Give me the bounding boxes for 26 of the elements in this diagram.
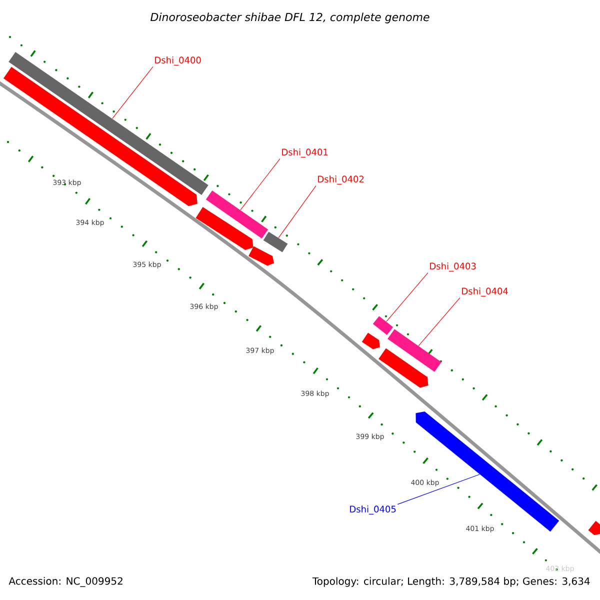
title: Dinoroseobacter shibae DFL 12, complete genome <box>150 12 430 24</box>
leader-line <box>240 158 280 210</box>
gene-feature <box>362 332 380 350</box>
gene-label: Dshi_0400 <box>155 56 201 66</box>
gene-label: Dshi_0401 <box>282 148 328 158</box>
gene-label: Dshi_0403 <box>430 262 476 272</box>
gene-label: Dshi_0402 <box>318 176 364 184</box>
gene-bar <box>372 316 394 335</box>
gene-feature <box>3 66 198 206</box>
leader-line <box>386 272 428 322</box>
gene-feature <box>196 207 254 250</box>
accession-text: Accession: NC_009952 <box>8 577 122 587</box>
leader-line <box>397 474 480 505</box>
gene-bar <box>263 232 288 252</box>
gene-feature <box>378 348 428 388</box>
gene-bar <box>8 52 208 195</box>
genome-info-text: Topology: circular; Length: 3,789,584 bp; Genes: 3,634 <box>312 577 590 587</box>
gene-feature <box>588 520 600 536</box>
leader-line <box>278 185 316 238</box>
gene-bar <box>388 329 442 372</box>
gene-label: Dshi_0405 <box>350 506 396 514</box>
leader-line <box>418 297 460 346</box>
gene-feature <box>248 246 274 266</box>
gene-bar <box>206 190 268 239</box>
leader-line <box>112 66 154 119</box>
gene-label: Dshi_0404 <box>462 288 508 296</box>
